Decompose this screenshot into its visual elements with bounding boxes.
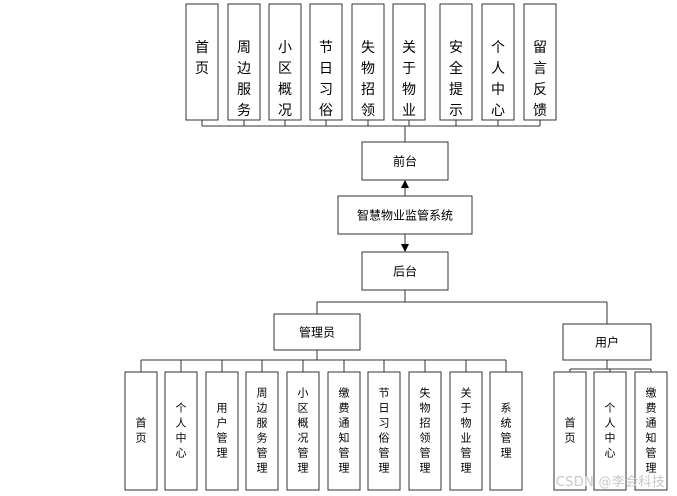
admin-module-5: 小区概况管理 (286, 371, 320, 491)
admin-module-7: 节日习俗管理 (367, 371, 401, 491)
frontend-module-5: 失物招领 (351, 3, 385, 121)
user-module-1-label: 首页 (565, 416, 576, 445)
backend-node: 后台 (361, 251, 449, 291)
admin-module-10-label: 系统管理 (501, 402, 512, 460)
frontend-module-6-label: 关于物业 (402, 40, 416, 119)
admin-module-5-label: 小区概况管理 (298, 387, 309, 475)
frontend-module-4: 节日习俗 (309, 3, 343, 121)
user-module-2: 个人中心 (593, 371, 627, 491)
admin-module-3: 用户管理 (205, 371, 239, 491)
frontend-module-4-label: 节日习俗 (319, 40, 333, 119)
frontend-module-9-label: 留言反馈 (533, 40, 547, 119)
admin-module-6: 缴费通知管理 (327, 371, 361, 491)
user-node-label: 用户 (595, 335, 619, 350)
frontend-module-5-label: 失物招领 (361, 40, 375, 119)
admin-module-2: 个人中心 (164, 371, 198, 491)
admin-module-9: 关于物业管理 (449, 371, 483, 491)
frontend-module-2-label: 周边服务 (237, 40, 251, 119)
arrow-up-icon (401, 180, 409, 188)
admin-module-4-label: 周边服务管理 (257, 387, 268, 475)
admin-module-10: 系统管理 (489, 371, 523, 491)
frontend-module-3: 小区概况 (268, 3, 302, 121)
admin-module-6-label: 缴费通知管理 (339, 386, 350, 475)
admin-module-3-label: 用户管理 (217, 402, 228, 460)
frontend-module-9: 留言反馈 (523, 3, 557, 121)
frontend-node-label: 前台 (393, 154, 417, 169)
admin-module-1: 首页 (124, 371, 158, 491)
frontend-module-8: 个人中心 (481, 3, 515, 121)
admin-module-8: 失物招领管理 (408, 371, 442, 491)
frontend-module-7: 安全提示 (439, 3, 473, 121)
admin-node-label: 管理员 (299, 325, 335, 340)
user-module-3-label: 缴费通知管理 (646, 386, 657, 475)
user-module-2-label: 个人中心 (605, 402, 616, 460)
frontend-module-1: 首页 (185, 3, 219, 121)
frontend-node: 前台 (361, 141, 449, 181)
backend-node-label: 后台 (393, 264, 417, 279)
frontend-module-6: 关于物业 (392, 3, 426, 121)
user-module-1: 首页 (553, 371, 587, 491)
system-node: 智慧物业监管系统 (337, 195, 473, 235)
admin-module-1-label: 首页 (136, 416, 147, 445)
admin-module-2-label: 个人中心 (176, 402, 187, 460)
arrow-down-icon (401, 244, 409, 252)
admin-module-7-label: 节日习俗管理 (379, 387, 390, 475)
admin-module-9-label: 关于物业管理 (461, 386, 472, 475)
admin-module-8-label: 失物招领管理 (420, 387, 431, 475)
admin-module-4: 周边服务管理 (245, 371, 279, 491)
frontend-module-7-label: 安全提示 (449, 40, 463, 119)
user-node: 用户 (562, 323, 652, 361)
frontend-module-8-label: 个人中心 (491, 40, 505, 119)
admin-node: 管理员 (273, 313, 361, 351)
system-node-label: 智慧物业监管系统 (357, 208, 453, 223)
watermark: CSDN @李会科技 (555, 475, 665, 490)
user-module-3: 缴费通知管理 (634, 371, 668, 491)
frontend-module-3-label: 小区概况 (278, 40, 292, 119)
frontend-module-2: 周边服务 (227, 3, 261, 121)
frontend-module-1-label: 首页 (195, 40, 209, 77)
